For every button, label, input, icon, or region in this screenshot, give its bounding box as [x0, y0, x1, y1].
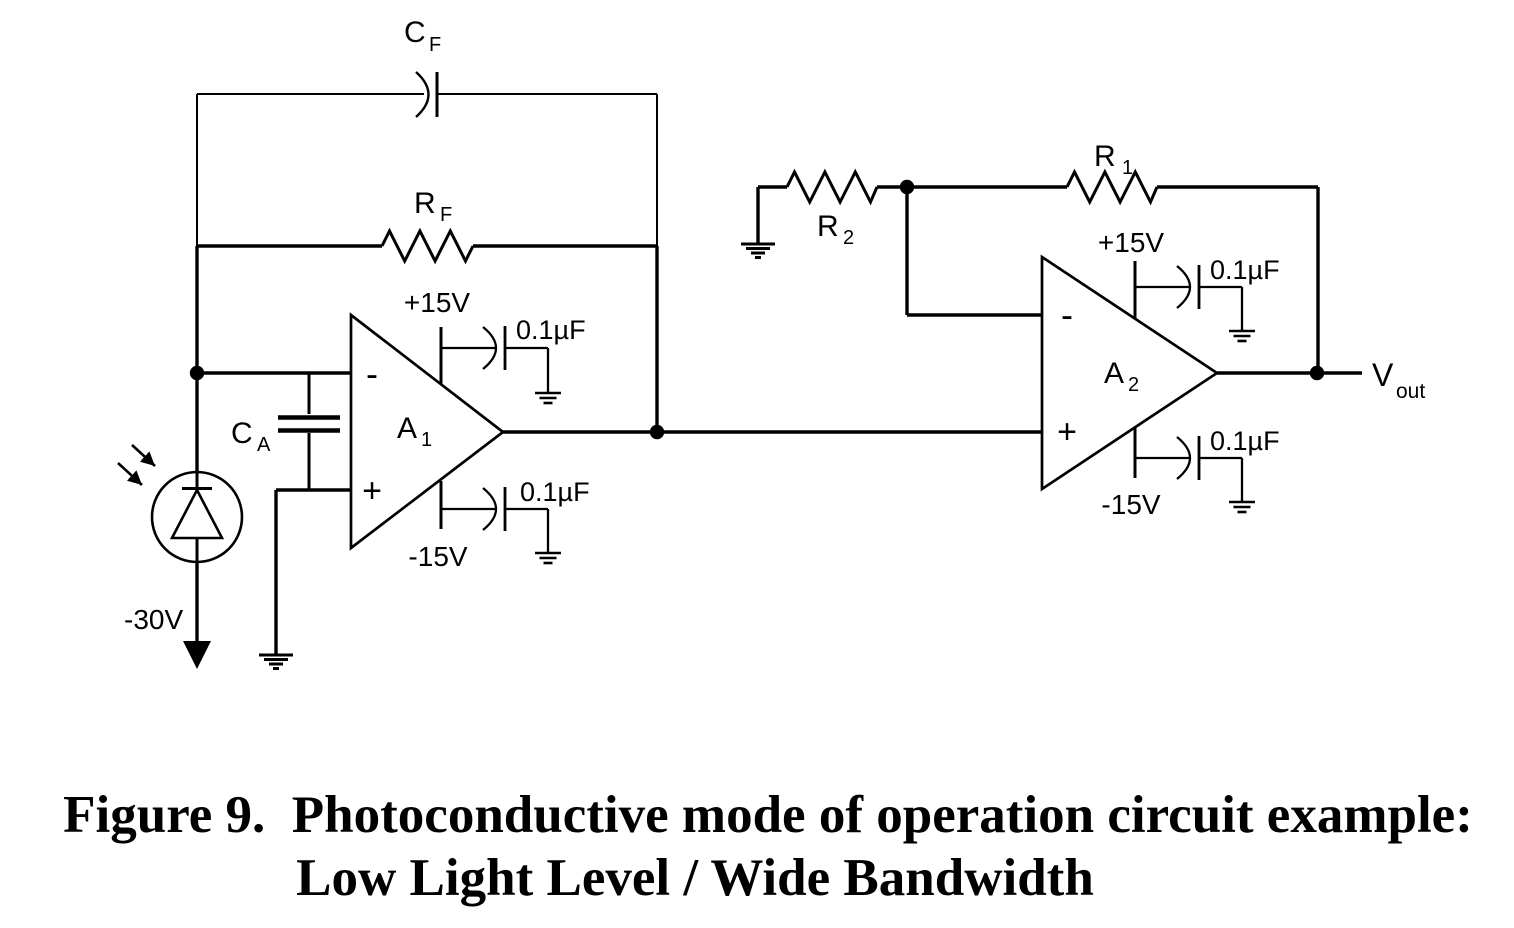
a1-pos-decoupling [439, 326, 561, 405]
a2-inverting-pin-label: - [1061, 294, 1073, 335]
a2-neg-supply-label: -15V [1101, 489, 1160, 520]
ground-symbol [741, 242, 775, 259]
junction-dot-a1-output [649, 424, 665, 440]
a2-opamp [1040, 254, 1220, 492]
circuit-schematic: C F R F C A -30V [117, 16, 1425, 670]
junction-dot-output [1309, 365, 1325, 381]
bias-label: -30V [124, 604, 183, 635]
a1-label-sub: 1 [421, 429, 432, 451]
r1-resistor [907, 168, 1320, 373]
cf-capacitor [415, 71, 439, 118]
r2-label: R [817, 210, 839, 243]
r1-label-sub: 1 [1122, 157, 1133, 179]
vout-label: V [1372, 357, 1394, 393]
a2-neg-decoupling [1133, 428, 1255, 514]
r2-resistor [741, 168, 907, 259]
a1-opamp [349, 312, 506, 551]
a1-noninverting-pin-label: + [362, 472, 382, 510]
ca-label-sub: A [257, 434, 271, 456]
cf-label: C [404, 16, 426, 49]
a2-label-sub: 2 [1128, 374, 1139, 396]
ground-symbol [1229, 329, 1255, 343]
ground-symbol [535, 551, 561, 565]
a2-inverting-wire [905, 187, 1042, 317]
cf-feedback-loop [196, 93, 658, 246]
a2-noninverting-pin-label: + [1057, 413, 1077, 451]
input-node-wires [195, 246, 659, 432]
a2-label: A [1104, 357, 1124, 390]
a1-noninverting-ground [259, 488, 351, 670]
ca-label: C [231, 417, 253, 450]
a1-neg-cap-label: 0.1µF [520, 477, 590, 507]
ground-symbol [259, 653, 293, 670]
a2-pos-decoupling [1133, 261, 1255, 343]
caption-line-2: Low Light Level / Wide Bandwidth [296, 849, 1094, 907]
rf-label-sub: F [440, 204, 452, 226]
figure-caption: Figure 9. Photoconductive mode of operat… [0, 784, 1514, 910]
r2-label-sub: 2 [843, 227, 854, 249]
a1-label: A [397, 412, 417, 445]
a2-pos-supply-label: +15V [1098, 227, 1164, 258]
caption-line-1: Figure 9. Photoconductive mode of operat… [63, 786, 1473, 844]
ground-symbol [535, 391, 561, 405]
light-arrows [117, 444, 156, 486]
cf-label-sub: F [429, 34, 441, 56]
vout-label-sub: out [1396, 380, 1425, 403]
r1-label: R [1094, 140, 1116, 173]
ground-symbol [1229, 500, 1255, 514]
bias-arrow [183, 562, 211, 669]
rf-label: R [414, 187, 436, 220]
photodiode [150, 373, 244, 564]
ca-capacitor [278, 373, 340, 490]
a2-neg-cap-label: 0.1µF [1210, 426, 1280, 456]
a1-neg-decoupling [439, 481, 561, 565]
a1-pos-cap-label: 0.1µF [516, 315, 586, 345]
a1-inverting-pin-label: - [366, 353, 378, 394]
rf-resistor [197, 227, 657, 265]
a2-pos-cap-label: 0.1µF [1210, 255, 1280, 285]
a1-pos-supply-label: +15V [404, 287, 470, 318]
a1-neg-supply-label: -15V [408, 541, 467, 572]
